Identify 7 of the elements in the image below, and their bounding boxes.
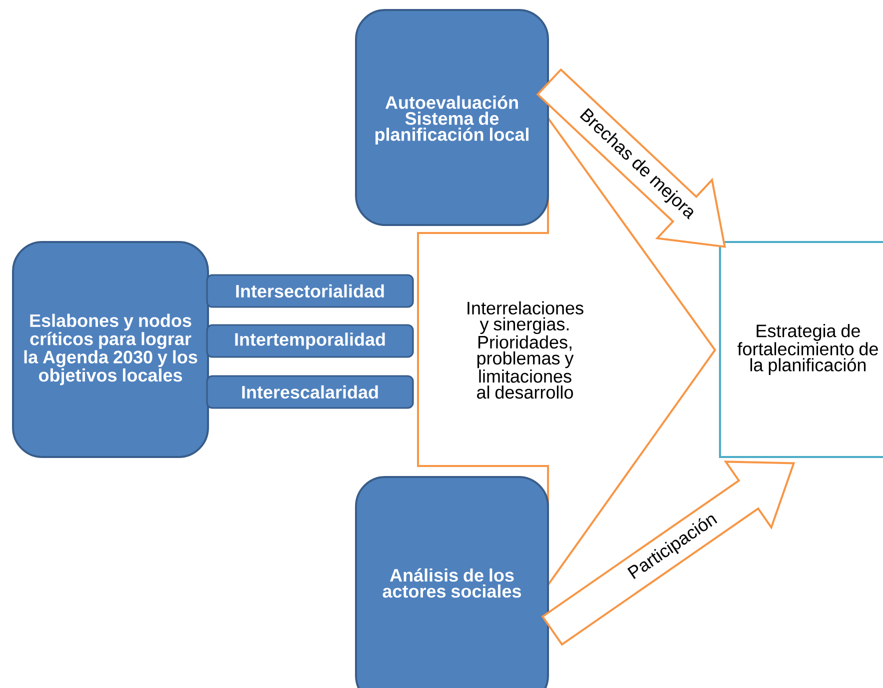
rounded-box: Eslabones y nodos críticos para lograr la Agenda 2030 y los objetivos locales (12, 241, 209, 458)
tab-box: Intersectorialidad (206, 274, 414, 308)
rounded-box: Autoevaluación Sistema de planificación local (355, 9, 549, 226)
tab-box: Intertemporalidad (206, 324, 414, 358)
tab-box: Interescalaridad (206, 375, 414, 409)
outlined-box: Estrategia de fortalecimiento de la planificación (719, 241, 883, 458)
rounded-box: Análisis de los actores sociales (355, 476, 549, 688)
